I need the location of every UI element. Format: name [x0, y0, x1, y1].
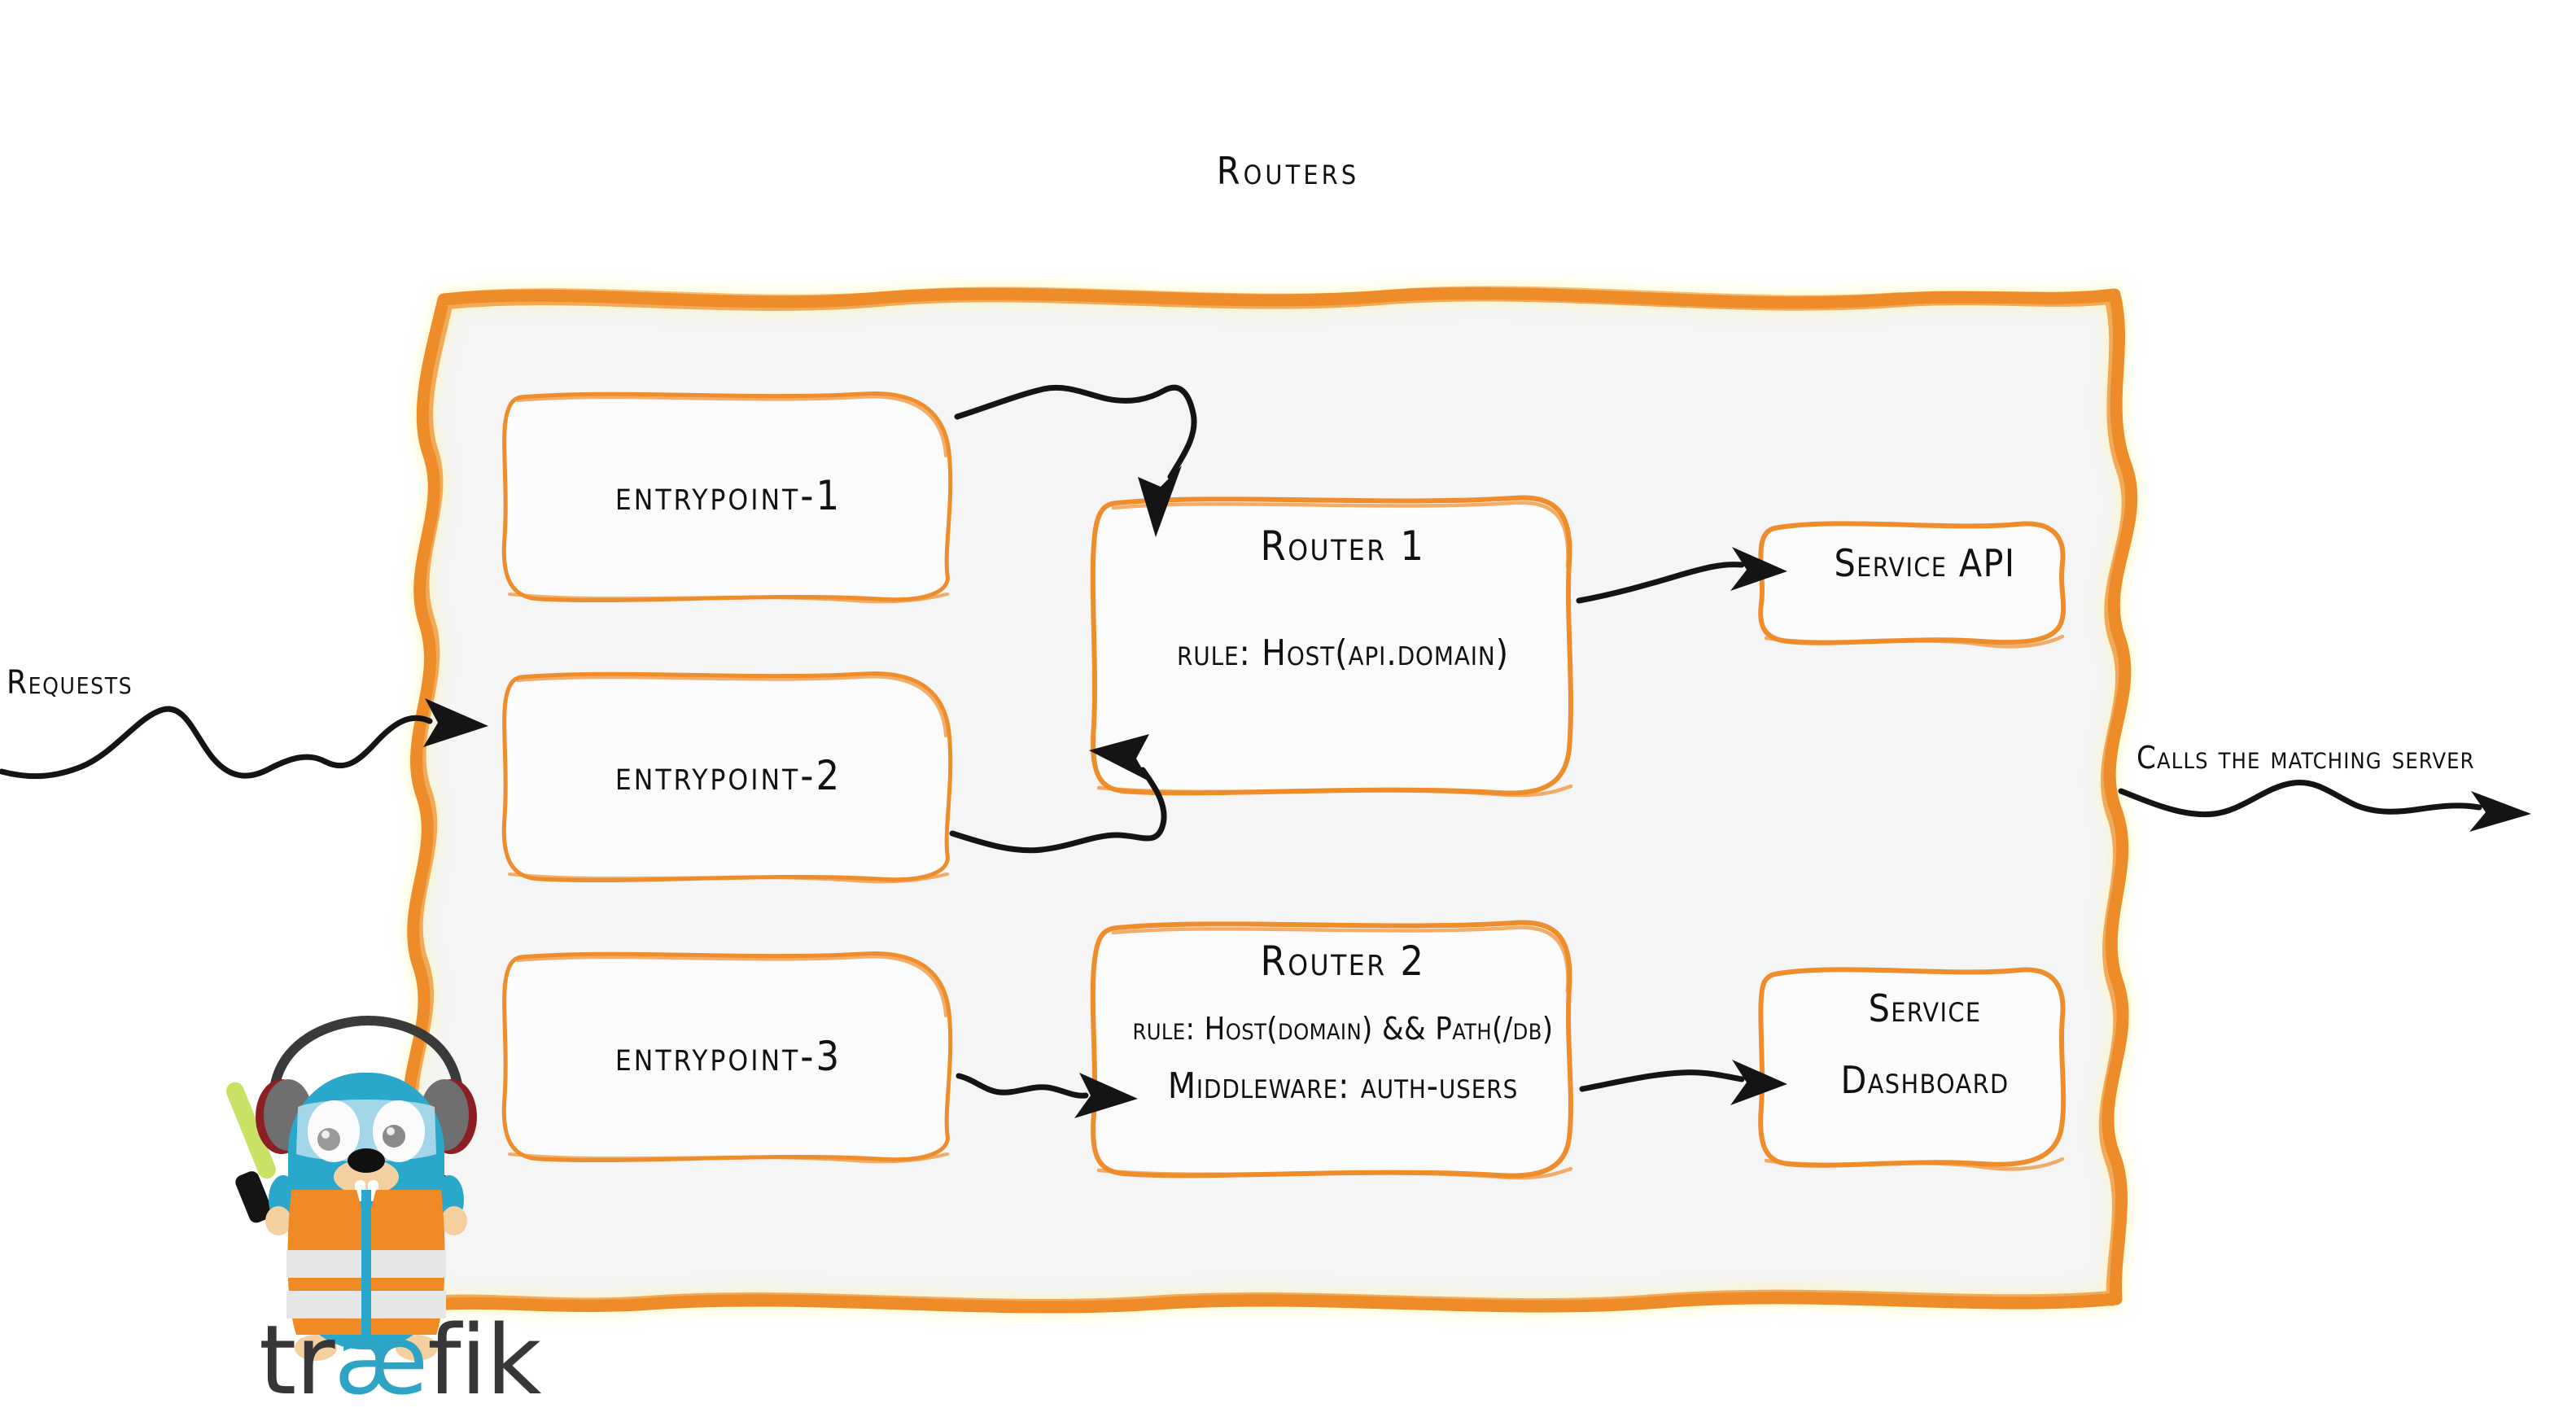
gopher-arm-right: [435, 1175, 464, 1224]
gopher-hand-right: [441, 1206, 467, 1235]
routers-panel-border-sketch2: [411, 295, 2128, 1306]
gopher-pupil-right: [383, 1125, 405, 1148]
gopher-arm-left: [269, 1175, 298, 1224]
router-2-rule: rule: Host(domain) && Path(/db): [1132, 1011, 1554, 1047]
gopher-tooth-left: [355, 1180, 365, 1201]
service-dashboard-label-line1: Service: [1868, 986, 1982, 1030]
logo-text-ae: æ: [334, 1304, 428, 1408]
entrypoint-3-label: entrypoint-3: [614, 1033, 842, 1080]
logo-text-part3: fik: [427, 1304, 541, 1408]
gopher-pupil-left: [317, 1128, 340, 1151]
routers-panel-border-main: [402, 286, 2138, 1314]
arrow-router2-dashboard: [1579, 1069, 1745, 1092]
marshalling-wand-right: [409, 1082, 459, 1223]
gopher-muzzle: [334, 1159, 399, 1195]
service-dashboard-label-line2: Dashboard: [1840, 1058, 2010, 1102]
requests-label: Requests: [7, 664, 133, 702]
routers-panel-border-sketch4: [429, 1296, 2115, 1309]
gopher-tooth-right: [368, 1180, 378, 1201]
marshalling-wand-left: [225, 1082, 276, 1223]
page-title: Routers: [1216, 149, 1360, 193]
arrow-requests-in: [0, 706, 433, 780]
gopher-hand-left: [265, 1206, 291, 1235]
safety-goggles: [296, 1100, 436, 1161]
arrowhead-calls-out: [2469, 791, 2531, 832]
router-2-middleware: Middleware: auth-users: [1167, 1065, 1519, 1107]
logo-text-part1: tr: [259, 1304, 335, 1408]
router-1-rule: rule: Host(api.domain): [1177, 632, 1509, 674]
arrow-ep3-router2: [956, 1073, 1089, 1099]
entrypoint-1-label: entrypoint-1: [614, 472, 842, 519]
arrow-ep1-router1: [954, 384, 1197, 480]
arrow-calls-out: [2118, 779, 2482, 818]
gopher-eye-left: [308, 1100, 360, 1162]
arrowhead-ep2-router1: [1089, 734, 1149, 781]
vest-stripe-upper: [286, 1250, 446, 1278]
router-2-title: Router 2: [1260, 938, 1426, 985]
gopher-eye-right: [373, 1100, 425, 1162]
headphone-ear-left: [256, 1079, 313, 1154]
headphone-ear-right: [420, 1079, 477, 1154]
routers-panel-fill: [408, 293, 2132, 1308]
arrow-ep2-router1: [949, 767, 1167, 854]
entrypoint-2-label: entrypoint-2: [614, 752, 842, 799]
service-api-label: Service API: [1834, 541, 2016, 585]
traefik-logo-wordmark: træfik: [259, 1312, 541, 1408]
calls-matching-server-label: Calls the matching server: [2136, 740, 2475, 776]
headphone-band: [270, 1015, 462, 1089]
arrow-router1-serviceapi: [1576, 562, 1745, 604]
routers-panel-border-sketch3: [453, 286, 1902, 300]
router-1-title: Router 1: [1260, 523, 1426, 570]
arrowhead-requests: [423, 698, 488, 747]
gopher-nose: [348, 1148, 385, 1173]
